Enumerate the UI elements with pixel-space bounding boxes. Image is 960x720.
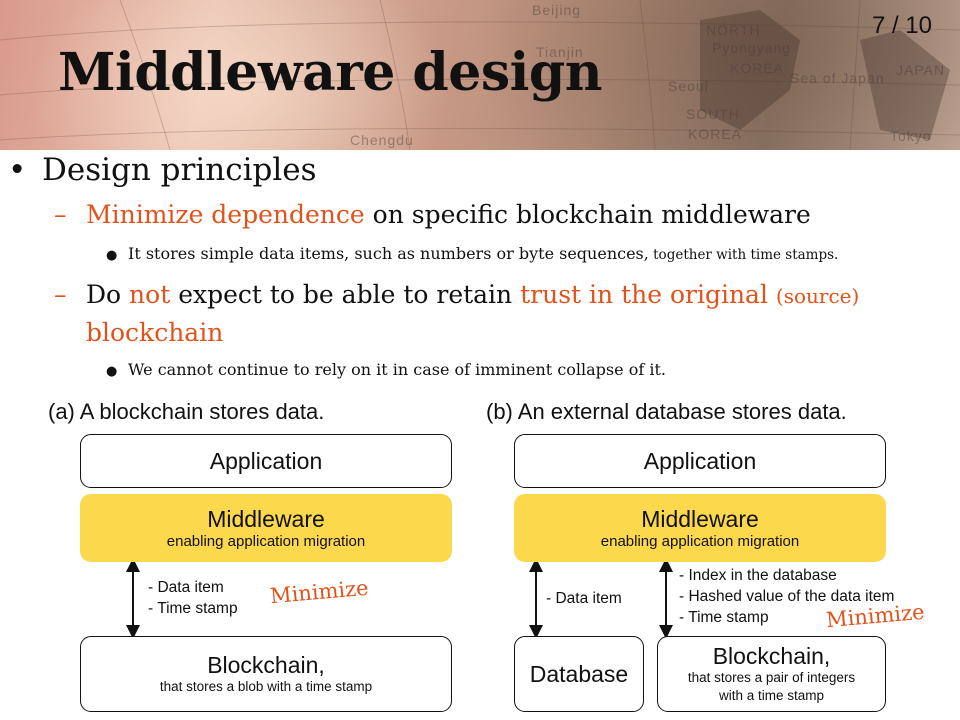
blockchain-box-a: Blockchain, that stores a blob with a ti… — [80, 636, 452, 712]
bullet-dot: • — [8, 152, 27, 188]
caption-a: (a) A blockchain stores data. — [48, 399, 325, 424]
map-label: Beijing — [532, 2, 582, 18]
blockchain-sublabel: that stores a blob with a time stamp — [159, 679, 373, 694]
point-text: on specific blockchain middleware — [364, 200, 811, 229]
bullet-dot: ● — [106, 248, 118, 263]
note-data-item-b: - Data item — [546, 590, 622, 607]
detail-data-items: ● It stores simple data items, such as nu… — [106, 244, 838, 263]
map-label: JAPAN — [896, 62, 946, 78]
map-label: KOREA — [688, 126, 743, 142]
blockchain-sublabel: with a time stamp — [718, 688, 825, 703]
caption-b: (b) An external database stores data. — [486, 399, 847, 424]
highlight-text: blockchain — [86, 318, 224, 347]
note-hashed-value: - Hashed value of the data item — [679, 588, 895, 605]
detail-text-small: together with time stamps. — [648, 247, 839, 263]
map-label: Seoul — [668, 78, 709, 94]
point-text: expect to be able to retain — [170, 280, 521, 309]
blockchain-box-b: Blockchain, that stores a pair of intege… — [657, 636, 886, 712]
dash-marker: – — [54, 200, 67, 229]
middleware-box-b: Middleware enabling application migratio… — [514, 494, 886, 562]
application-label: Application — [643, 448, 757, 474]
map-label: Sea of Japan — [790, 70, 885, 86]
map-label: NORTH — [706, 22, 761, 38]
map-label: Tokyo — [890, 128, 932, 144]
application-box-b: Application — [514, 434, 886, 488]
detail-text: We cannot continue to rely on it in case… — [128, 360, 666, 379]
detail-collapse: ● We cannot continue to rely on it in cas… — [106, 360, 666, 379]
note-time-stamp: - Time stamp — [148, 600, 238, 617]
middleware-sublabel: enabling application migration — [166, 532, 366, 550]
detail-text: It stores simple data items, such as num… — [128, 244, 649, 263]
note-time-stamp: - Time stamp — [679, 609, 769, 626]
map-label: KOREA — [730, 60, 785, 76]
middleware-box-a: Middleware enabling application migratio… — [80, 494, 452, 562]
database-box-b: Database — [514, 636, 644, 712]
map-label: Tianjin — [536, 44, 584, 60]
highlight-text: Minimize dependence — [86, 200, 365, 229]
slide-title: Middleware design — [58, 42, 603, 103]
map-label: Chengdu — [350, 132, 414, 148]
page-number: 7 / 10 — [871, 12, 932, 39]
blockchain-label: Blockchain, — [712, 643, 831, 669]
map-label: SOUTH — [686, 106, 740, 122]
map-label: Pyongyang — [712, 40, 792, 56]
notes-a: - Data item - Time stamp — [148, 577, 238, 619]
highlight-text-paren: (source) — [775, 284, 860, 308]
highlight-text: not — [129, 280, 171, 309]
header-banner: Beijing Tianjin NORTH Pyongyang KOREA Se… — [0, 0, 960, 150]
point-trust: –Do not expect to be able to retain trus… — [54, 280, 859, 309]
application-label: Application — [209, 448, 323, 474]
dash-marker: – — [54, 280, 67, 309]
application-box-a: Application — [80, 434, 452, 488]
bullet-text: Design principles — [42, 152, 317, 188]
highlight-text: trust in the original — [520, 280, 768, 309]
middleware-label: Middleware — [207, 505, 325, 532]
point-minimize-dependence: –Minimize dependence on specific blockch… — [54, 200, 811, 229]
note-data-item: - Data item — [148, 579, 224, 596]
database-label: Database — [529, 661, 629, 687]
point-text: Do — [86, 280, 130, 309]
bullet-dot: ● — [106, 364, 118, 379]
middleware-label: Middleware — [641, 505, 759, 532]
map-background-image — [0, 0, 960, 150]
middleware-sublabel: enabling application migration — [600, 532, 800, 550]
point-trust-line2: blockchain — [86, 318, 223, 347]
note-index: - Index in the database — [679, 567, 837, 584]
bullet-design-principles: • Design principles — [8, 152, 317, 188]
blockchain-sublabel: that stores a pair of integers — [687, 670, 856, 685]
blockchain-label: Blockchain, — [207, 652, 325, 678]
notes-b: - Index in the database - Hashed value o… — [679, 565, 894, 628]
